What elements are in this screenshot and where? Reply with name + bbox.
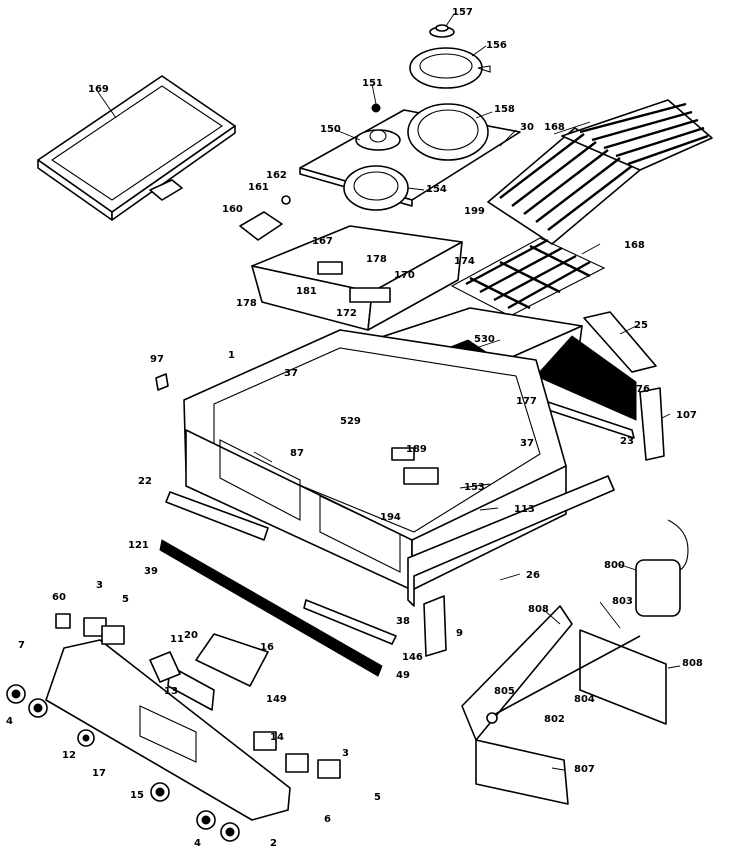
callout-168a: 168: [544, 122, 565, 133]
callout-807: 807: [574, 764, 595, 775]
callout-30: 30: [520, 122, 534, 133]
callout-808b: 808: [682, 658, 703, 669]
callout-530: 530: [474, 334, 495, 345]
callout-172: 172: [336, 308, 357, 319]
callout-2: 2: [270, 838, 277, 849]
rail-25-part: [583, 311, 657, 373]
griddle-part: [37, 75, 236, 221]
callout-4a: 4: [6, 716, 13, 727]
callout-87: 87: [290, 448, 304, 459]
callout-174: 174: [454, 256, 475, 267]
callout-194: 194: [380, 512, 401, 523]
callout-6: 6: [324, 814, 331, 825]
side-panel-26-part: [407, 475, 615, 607]
leader-lines: [97, 13, 681, 771]
callout-153: 153: [464, 482, 485, 493]
callout-808a: 808: [528, 604, 549, 615]
callout-156: 156: [486, 40, 507, 51]
callout-529: 529: [340, 416, 361, 427]
callout-805: 805: [494, 686, 515, 697]
burner-grate-156-part: [409, 47, 491, 89]
callout-803: 803: [612, 596, 633, 607]
callout-199: 199: [464, 206, 485, 217]
callout-22: 22: [138, 476, 152, 487]
cooktop-panel-part: [299, 103, 521, 211]
callout-151: 151: [362, 78, 383, 89]
callout-177: 177: [516, 396, 537, 407]
callout-76: 76: [636, 384, 650, 395]
callout-158: 158: [494, 104, 515, 115]
callout-5b: 5: [374, 792, 381, 803]
callout-3a: 3: [96, 580, 103, 591]
callout-168b: 168: [624, 240, 645, 251]
side-trim-107-part: [639, 387, 665, 461]
strip-38-part: [303, 599, 397, 645]
callout-189: 189: [406, 444, 427, 455]
callout-97: 97: [150, 354, 164, 365]
callout-1: 1: [228, 350, 235, 361]
callout-178a: 178: [366, 254, 387, 265]
callout-4b: 4: [194, 838, 201, 849]
callout-39: 39: [144, 566, 158, 577]
callout-160: 160: [222, 204, 243, 215]
callout-113: 113: [514, 504, 535, 515]
callout-17: 17: [92, 768, 106, 779]
callout-167: 167: [312, 236, 333, 247]
callout-9: 9: [456, 628, 463, 639]
callout-49: 49: [396, 670, 410, 681]
callout-150: 150: [320, 124, 341, 135]
callout-16: 16: [260, 642, 274, 653]
callout-804: 804: [574, 694, 595, 705]
callout-169: 169: [88, 84, 109, 95]
callout-178b: 178: [236, 298, 257, 309]
control-panel-part: [45, 639, 291, 821]
panel-76-part: [529, 335, 637, 439]
callout-25: 25: [634, 320, 648, 331]
callout-38: 38: [396, 616, 410, 627]
burner-cap-part: [429, 24, 455, 38]
callout-146: 146: [402, 652, 423, 663]
callout-3b: 3: [342, 748, 349, 759]
callout-37b: 37: [520, 438, 534, 449]
callout-12: 12: [62, 750, 76, 761]
bracket-assembly-part: [461, 605, 667, 805]
callout-157: 157: [452, 7, 473, 18]
transformer-800-part: [635, 519, 689, 617]
drip-pan-part: [251, 225, 463, 331]
bracket-160-part: [239, 195, 291, 241]
switch-group-part: [55, 613, 341, 779]
callout-170: 170: [394, 270, 415, 281]
knob-set-part: [6, 684, 240, 842]
callout-14: 14: [270, 732, 284, 743]
callout-181: 181: [296, 286, 317, 297]
control-module-part: [149, 633, 269, 711]
grill-grates-part: [487, 99, 713, 245]
strip-121-part: [159, 539, 383, 677]
callout-11: 11: [170, 634, 184, 645]
callout-13: 13: [164, 686, 178, 697]
callout-161a: 161: [248, 182, 269, 193]
callout-15: 15: [130, 790, 144, 801]
callout-802: 802: [544, 714, 565, 725]
callout-20: 20: [184, 630, 198, 641]
callout-162: 162: [266, 170, 287, 181]
callout-149: 149: [266, 694, 287, 705]
callout-37a: 37: [284, 368, 298, 379]
callout-23: 23: [620, 436, 634, 447]
callout-5a: 5: [122, 594, 129, 605]
broiler-rack-part: [450, 237, 606, 317]
side-trim-9-part: [423, 595, 447, 657]
callout-800: 800: [604, 560, 625, 571]
callout-154: 154: [426, 184, 447, 195]
callout-7: 7: [18, 640, 25, 651]
range-body-part: [183, 329, 567, 591]
callout-26: 26: [526, 570, 540, 581]
trim-22-part: [165, 491, 269, 541]
callout-121: 121: [128, 540, 149, 551]
callout-107: 107: [676, 410, 697, 421]
callout-60: 60: [52, 592, 66, 603]
knob-97-part: [155, 373, 169, 391]
